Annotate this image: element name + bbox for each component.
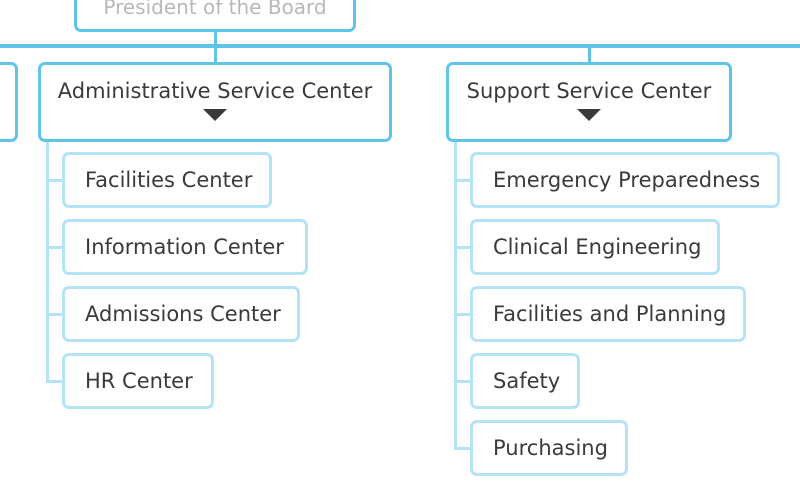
- collapse-caret-icon[interactable]: [577, 109, 601, 121]
- child-node-facilities-center[interactable]: Facilities Center: [62, 152, 272, 208]
- collapse-caret-icon[interactable]: [203, 109, 227, 121]
- admin-branch-tick: [46, 313, 63, 316]
- support-branch-tick: [454, 246, 471, 249]
- child-node-information-center[interactable]: Information Center: [62, 219, 308, 275]
- child-node-facilities-and-planning[interactable]: Facilities and Planning: [470, 286, 746, 342]
- department-label: Administrative Service Center: [57, 79, 373, 103]
- child-node-purchasing[interactable]: Purchasing: [470, 420, 628, 476]
- admin-drop-connector: [214, 46, 217, 64]
- department-node-administrative[interactable]: Administrative Service Center: [38, 62, 392, 142]
- main-horizontal-connector: [0, 44, 800, 48]
- support-branch-tick: [454, 380, 471, 383]
- support-branch-tick: [454, 313, 471, 316]
- department-label: Support Service Center: [466, 79, 712, 103]
- child-node-emergency-preparedness[interactable]: Emergency Preparedness: [470, 152, 780, 208]
- child-node-clinical-engineering[interactable]: Clinical Engineering: [470, 219, 720, 275]
- support-branch-vertical: [454, 140, 457, 449]
- child-node-hr-center[interactable]: HR Center: [62, 353, 214, 409]
- admin-branch-tick: [46, 179, 63, 182]
- offscreen-department-node[interactable]: [0, 62, 18, 142]
- admin-branch-tick: [46, 246, 63, 249]
- root-node[interactable]: President of the Board: [74, 0, 356, 32]
- child-node-admissions-center[interactable]: Admissions Center: [62, 286, 300, 342]
- support-branch-tick: [454, 179, 471, 182]
- admin-branch-tick: [46, 380, 63, 383]
- child-node-safety[interactable]: Safety: [470, 353, 580, 409]
- root-connector: [214, 30, 217, 46]
- support-drop-connector: [588, 46, 591, 64]
- support-branch-tick: [454, 447, 471, 450]
- admin-branch-vertical: [46, 140, 49, 382]
- department-node-support[interactable]: Support Service Center: [446, 62, 732, 142]
